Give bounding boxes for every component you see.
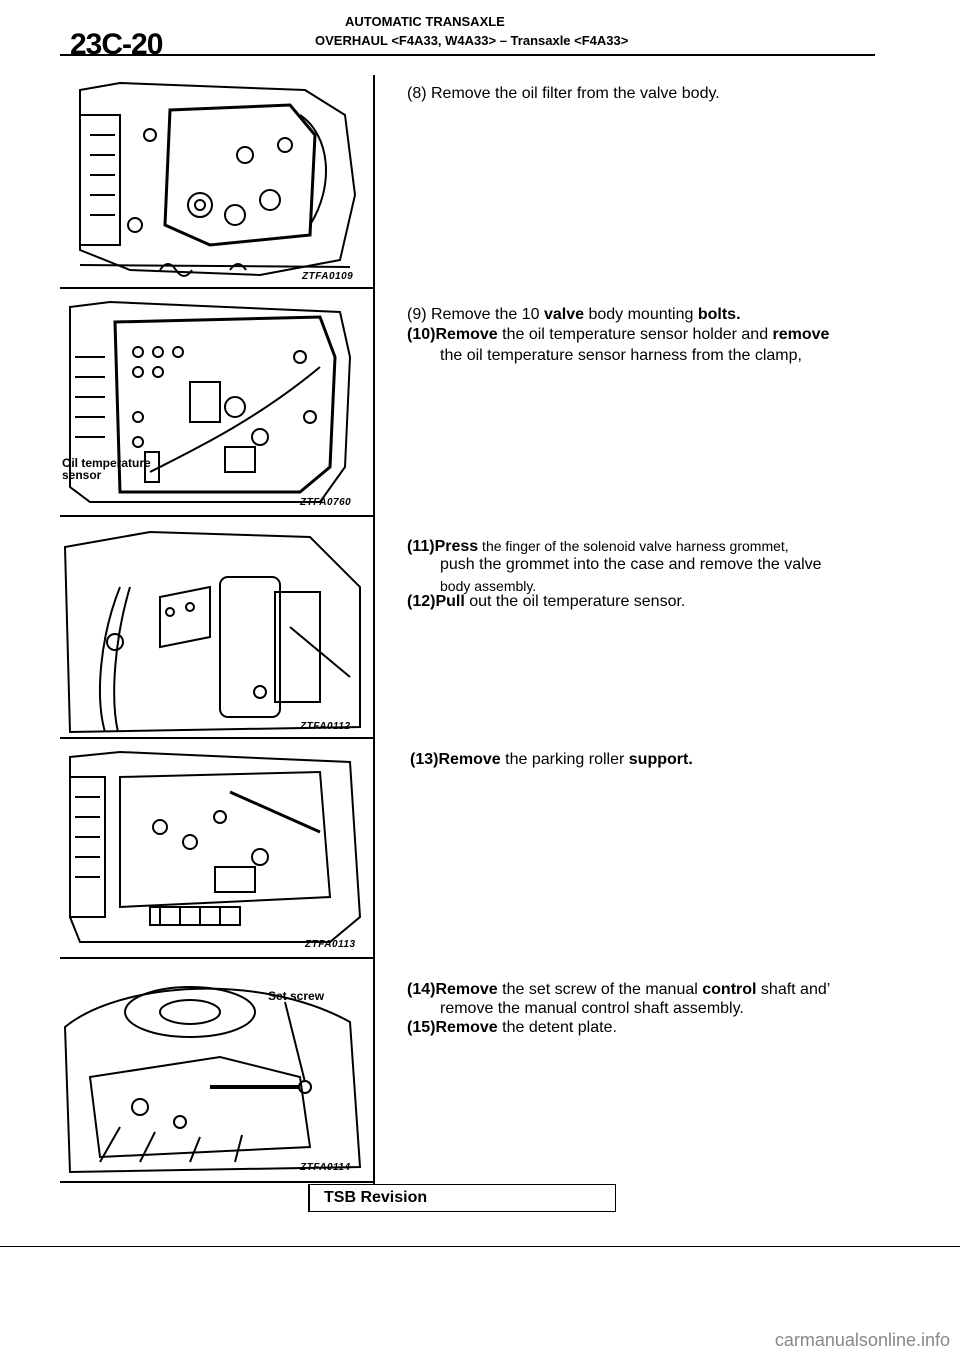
figure-solenoid-grommet: ZTFA0112 (60, 527, 371, 739)
step-14: (14)Remove the set screw of the manual c… (407, 981, 831, 998)
section-title: AUTOMATIC TRANSAXLE (345, 14, 505, 29)
header-rule (60, 54, 875, 56)
bottom-rule (0, 1246, 960, 1247)
figure-divider (60, 515, 373, 517)
section-subtitle: OVERHAUL <F4A33, W4A33> – Transaxle <F4A… (315, 33, 629, 48)
step-13: (13)Remove the parking roller support. (410, 751, 693, 768)
figure-column: ZTFA0109 Oil temperature sensor ZTFA07 (60, 75, 375, 1185)
parking-roller-support-illustration (69, 750, 362, 943)
figure-manual-control-shaft: Set screw ZTFA0114 (60, 967, 371, 1179)
figure-oil-filter: ZTFA0109 (60, 75, 371, 287)
valve-body-oil-filter-illustration (79, 81, 357, 277)
callout-set-screw: Set screw (268, 989, 325, 1003)
step-11: (11)Press the finger of the solenoid val… (407, 538, 789, 555)
figure-parking-roller: ZTFA0113 (60, 747, 371, 957)
manual-control-shaft-illustration (63, 986, 362, 1174)
tsb-revision-box: TSB Revision (308, 1184, 616, 1212)
step-15: (15)Remove the detent plate. (407, 1019, 617, 1036)
page-code: 23C-20 (70, 28, 163, 61)
step-8: (8) Remove the oil filter from the valve… (407, 85, 720, 102)
figure-divider (60, 737, 373, 739)
figure-oil-temperature-sensor: Oil temperature sensor ZTFA0760 (60, 297, 371, 515)
figure-divider (60, 1181, 373, 1183)
step-10-continued: the oil temperature sensor harness from … (440, 347, 802, 364)
figure-code: ZTFA0109 (302, 271, 354, 282)
callout-oil-temperature-sensor: Oil temperature sensor (62, 456, 151, 482)
figure-divider (60, 957, 373, 959)
step-14-continued: remove the manual control shaft assembly… (440, 1000, 744, 1017)
tsb-revision-label: TSB Revision (324, 1189, 428, 1206)
step-9: (9) Remove the 10 valve body mounting bo… (407, 306, 741, 323)
watermark: carmanualsonline.info (774, 1330, 950, 1350)
grommet-harness-illustration (63, 530, 361, 734)
valve-body-bolts-illustration (69, 300, 352, 503)
step-12: (12)Pull out the oil temperature sensor. (407, 593, 686, 610)
step-11-continued: push the grommet into the case and remov… (440, 556, 822, 573)
figure-code: ZTFA0114 (300, 1162, 351, 1173)
figure-divider (60, 287, 373, 289)
figure-code: ZTFA0113 (305, 939, 356, 950)
step-10: (10)Remove the oil temperature sensor ho… (407, 326, 830, 343)
figure-code: ZTFA0760 (300, 497, 352, 508)
step-11-continued-2: body assembly. (440, 578, 537, 594)
figure-code: ZTFA0112 (300, 721, 351, 732)
